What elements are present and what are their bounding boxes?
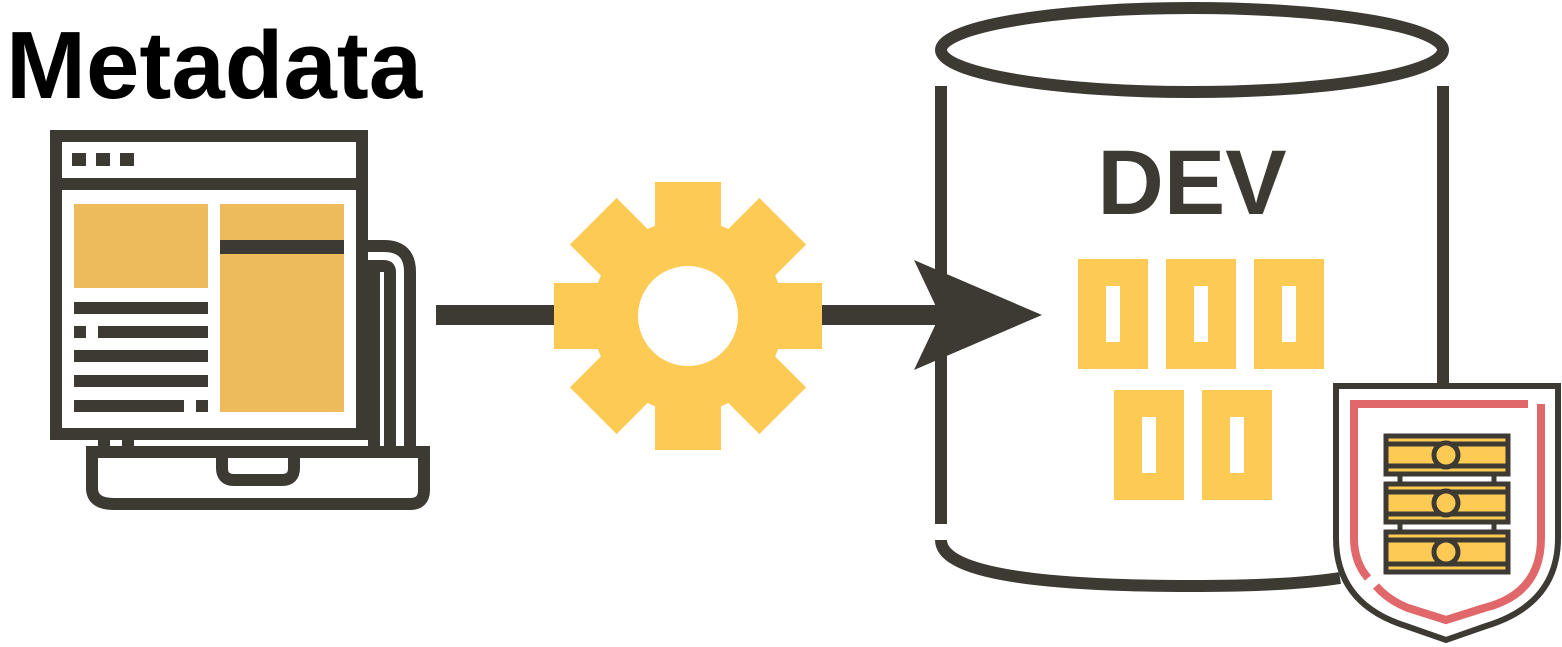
gear-icon <box>554 182 822 450</box>
browser-dots <box>72 153 134 166</box>
database-icon <box>935 2 1449 593</box>
server-stack-icon <box>1383 433 1511 575</box>
shield-server-icon <box>1333 383 1561 644</box>
data-block-slots <box>1106 286 1296 473</box>
database-label: DEV <box>1097 132 1286 234</box>
shield-inner-border <box>1350 400 1528 581</box>
window-content <box>74 204 344 412</box>
laptop-icon <box>50 130 430 510</box>
diagram-title: Metadata <box>6 12 423 119</box>
